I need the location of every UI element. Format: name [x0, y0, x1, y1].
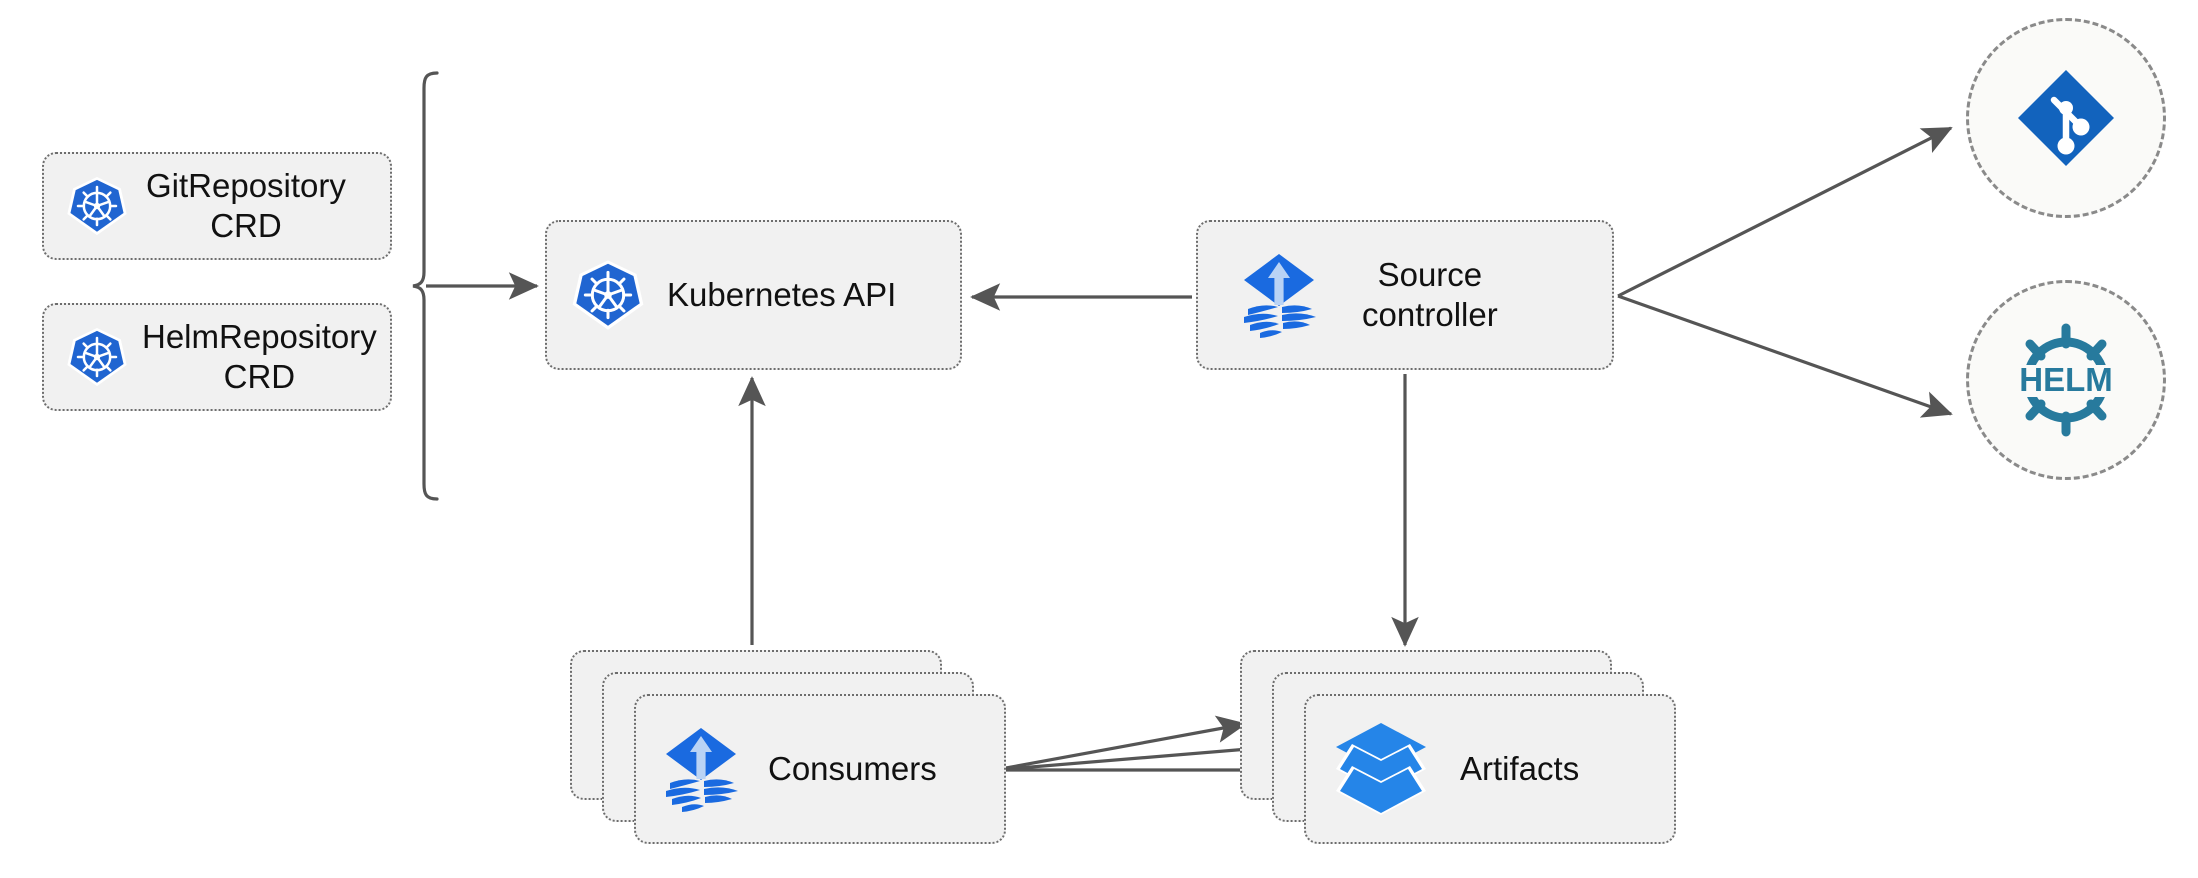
flux-icon [660, 723, 742, 815]
node-source-controller[interactable]: Source controller [1196, 220, 1614, 370]
node-label: Artifacts [1460, 749, 1580, 787]
git-icon [2014, 66, 2118, 170]
node-label: Kubernetes API [667, 275, 897, 313]
node-helm-source[interactable]: HELM [1966, 280, 2166, 480]
node-label: HelmRepository CRD [142, 317, 377, 395]
crd-group-bracket [412, 71, 439, 501]
helm-wordmark: HELM [2019, 361, 2113, 398]
node-artifacts[interactable]: Artifacts [1304, 694, 1676, 844]
node-git-source[interactable] [1966, 18, 2166, 218]
edge-source-controller-to-helm [1617, 294, 1953, 418]
helm-icon: HELM [2003, 317, 2129, 443]
node-label: GitRepository CRD [146, 166, 346, 244]
kubernetes-icon [66, 326, 128, 388]
node-kubernetes-api[interactable]: Kubernetes API [545, 220, 962, 370]
layers-icon [1334, 721, 1428, 817]
node-helm-repository-crd[interactable]: HelmRepository CRD [42, 303, 392, 411]
edge-consumers-to-artifacts-2 [994, 735, 1274, 772]
node-label: Consumers [768, 749, 937, 787]
edge-consumers-to-artifacts-1 [994, 715, 1247, 772]
flux-icon [1238, 249, 1320, 341]
kubernetes-icon [571, 258, 645, 332]
node-label: Source controller [1362, 255, 1498, 333]
node-consumers[interactable]: Consumers [634, 694, 1006, 844]
edge-source-controller-to-git [1617, 126, 1953, 298]
node-git-repository-crd[interactable]: GitRepository CRD [42, 152, 392, 260]
kubernetes-icon [66, 175, 128, 237]
